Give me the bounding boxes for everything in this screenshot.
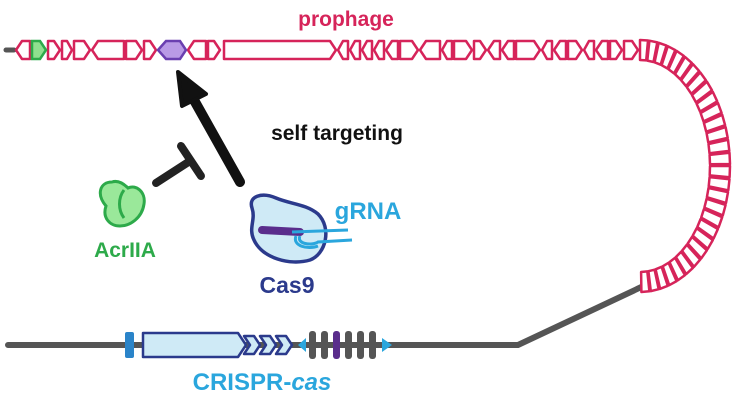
prophage-gene xyxy=(90,39,126,61)
crispr-spacer-targeting xyxy=(333,331,340,359)
prophage-gene xyxy=(707,138,731,155)
prophage-gene xyxy=(206,39,222,61)
t-bar-inhibition-icon xyxy=(152,142,205,187)
crispr-repeat xyxy=(357,331,364,359)
crispr-repeat xyxy=(321,331,328,359)
prophage-gene xyxy=(667,49,686,75)
prophage-gene xyxy=(705,186,730,205)
prophage-gene xyxy=(705,125,729,144)
crispr-repeat xyxy=(369,331,376,359)
targeted-gene xyxy=(156,39,188,61)
prophage-gene xyxy=(622,39,640,61)
prophage-gene xyxy=(72,39,92,61)
crispr-prefix: CRISPR- xyxy=(193,369,292,396)
acr-gene xyxy=(30,39,48,61)
arrow-up-left-icon xyxy=(176,70,245,187)
prophage-gene xyxy=(222,39,338,61)
grna-icon xyxy=(291,228,353,250)
prophage-gene xyxy=(566,39,584,61)
acr-protein-icon xyxy=(98,180,146,228)
prophage-gene xyxy=(703,197,727,217)
prophage-gene xyxy=(582,39,596,61)
crispr-repeat xyxy=(309,331,316,359)
prophage-gene xyxy=(384,39,400,61)
prophage-gene xyxy=(472,39,488,61)
prophage-gene xyxy=(639,270,651,294)
prophage-gene xyxy=(360,39,374,61)
crispr-repeat xyxy=(345,331,352,359)
prophage-gene xyxy=(680,243,702,269)
prophage-gene xyxy=(707,175,731,192)
cas9-protein-icon xyxy=(249,193,328,264)
cas-italic: cas xyxy=(291,369,331,396)
prophage-gene xyxy=(540,39,554,61)
prophage-gene xyxy=(686,235,709,260)
crispr-array xyxy=(309,331,376,359)
prophage-straight-genes xyxy=(14,39,640,61)
prophage-gene xyxy=(372,39,386,61)
acr-label: AcrIIA xyxy=(94,239,156,262)
prophage-gene xyxy=(699,101,723,123)
prophage-gene xyxy=(14,39,32,61)
prophage-gene xyxy=(702,113,727,133)
grna-label: gRNA xyxy=(335,198,402,225)
prophage-gene xyxy=(440,39,454,61)
prophage-gene xyxy=(500,39,516,61)
prophage-curved-genes xyxy=(638,38,732,294)
prophage-gene xyxy=(348,39,362,61)
prophage-gene xyxy=(679,62,701,88)
prophage-gene xyxy=(418,39,442,61)
crispr-cas-label: CRISPR-cas xyxy=(193,369,332,396)
prophage-gene xyxy=(708,164,732,179)
prophage-gene xyxy=(336,39,350,61)
prophage-gene xyxy=(398,39,420,61)
prophage-gene xyxy=(594,39,610,61)
self-targeting-label: self targeting xyxy=(271,122,403,145)
prophage-gene xyxy=(514,39,542,61)
bacterial-chromosome xyxy=(5,279,655,348)
prophage-gene xyxy=(696,217,720,240)
prophage-gene xyxy=(690,80,714,104)
prophage-gene xyxy=(186,39,208,61)
prophage-gene xyxy=(608,39,624,61)
prophage-gene xyxy=(124,39,144,61)
prophage-gene xyxy=(552,39,568,61)
prophage-gene xyxy=(486,39,502,61)
prophage-label: prophage xyxy=(298,8,394,31)
prophage-gene xyxy=(699,207,724,229)
prophage-gene xyxy=(695,90,719,113)
prophage-gene xyxy=(46,39,62,61)
prophage-gene xyxy=(685,71,708,96)
cas9-label: Cas9 xyxy=(260,272,315,298)
prophage-gene xyxy=(452,39,474,61)
crispr-cas-locus xyxy=(125,331,392,359)
prophage-gene xyxy=(142,39,158,61)
prophage-gene xyxy=(60,39,74,61)
prophage-gene xyxy=(691,227,715,251)
prophage-gene xyxy=(708,151,732,166)
